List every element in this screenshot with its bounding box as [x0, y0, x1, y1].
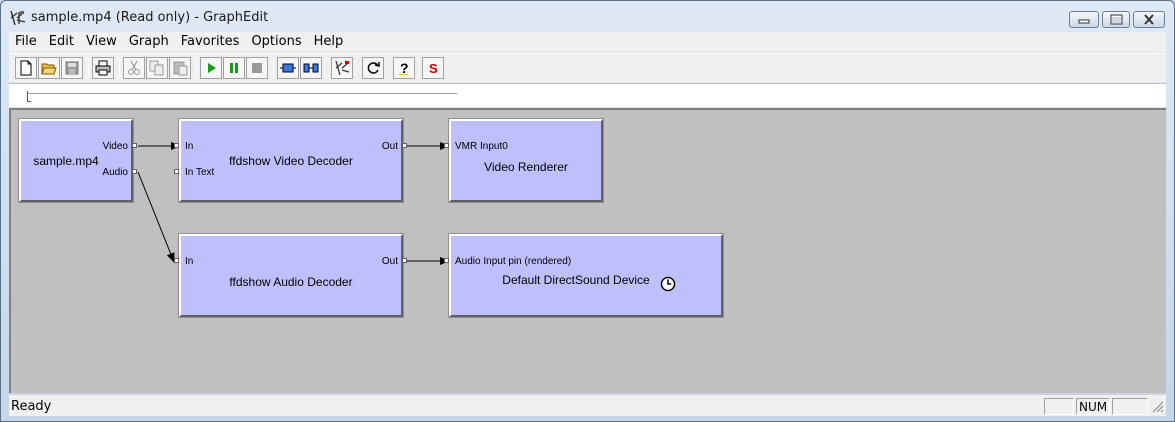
seek-button[interactable]: S [422, 57, 444, 79]
graph-button[interactable] [331, 57, 353, 79]
graph-icon [335, 60, 350, 76]
refresh-button[interactable] [362, 57, 384, 79]
svg-text:S: S [429, 61, 438, 76]
pin-in-text-label: In Text [185, 167, 215, 178]
pin-video-decoder-in[interactable] [174, 143, 179, 148]
filter-connect-icon [280, 63, 296, 73]
pin-in-label: In [185, 141, 194, 152]
seek-track[interactable] [27, 93, 457, 95]
status-pane-num: NUM [1076, 398, 1110, 415]
cut-icon [128, 60, 140, 75]
minimize-button[interactable] [1069, 11, 1099, 28]
status-bar: Ready NUM [9, 394, 1166, 416]
pin-vmr-input-label: VMR Input0 [455, 141, 508, 152]
menu-options[interactable]: Options [251, 34, 302, 49]
filter-video-renderer[interactable]: Video Renderer VMR Input0 [448, 118, 604, 203]
maximize-button[interactable] [1102, 11, 1130, 28]
menu-favorites[interactable]: Favorites [180, 34, 240, 49]
pin-audio-out[interactable] [132, 169, 137, 174]
open-button[interactable] [38, 57, 60, 79]
svg-text:?: ? [400, 60, 409, 76]
clock-icon [660, 276, 676, 292]
toolbar: ? S [9, 53, 1166, 82]
status-text: Ready [11, 399, 52, 414]
toolbar-separator [119, 58, 120, 78]
filter-video-decoder[interactable]: ffdshow Video Decoder In In Text Out [178, 118, 404, 203]
pause-icon [230, 63, 238, 73]
menu-view[interactable]: View [85, 34, 117, 49]
insert-filter-button[interactable] [277, 57, 299, 79]
pin-audio-decoder-out[interactable] [402, 258, 407, 263]
restore-icon [1110, 14, 1123, 25]
pin-video-out[interactable] [132, 143, 137, 148]
seek-thumb[interactable] [27, 91, 31, 102]
pin-in-label: In [185, 256, 194, 267]
help-button[interactable]: ? [393, 57, 415, 79]
menu-help[interactable]: Help [313, 34, 344, 49]
filter-audio-decoder-name: ffdshow Audio Decoder [229, 275, 353, 289]
new-button[interactable] [15, 57, 37, 79]
filter-insert-icon [303, 63, 319, 73]
filter-source-name: sample.mp4 [33, 154, 99, 168]
open-icon [41, 63, 57, 75]
pin-video-label: Video [102, 141, 128, 152]
cut-button[interactable] [123, 57, 145, 79]
copy-icon [149, 60, 164, 76]
seek-bar[interactable] [9, 83, 1166, 107]
paste-icon [173, 61, 188, 76]
close-icon [1144, 14, 1154, 25]
play-icon [208, 63, 216, 73]
pin-audio-label: Audio [102, 167, 128, 178]
pin-audio-input-label: Audio Input pin (rendered) [455, 256, 572, 267]
filter-video-renderer-name: Video Renderer [484, 160, 568, 174]
save-icon [65, 61, 79, 75]
menu-graph[interactable]: Graph [128, 34, 169, 49]
title-bar[interactable]: sample.mp4 (Read only) - GraphEdit [1, 1, 1174, 33]
pin-out-label: Out [381, 141, 398, 152]
pin-vmr-input[interactable] [444, 143, 449, 148]
window-title: sample.mp4 (Read only) - GraphEdit [31, 10, 269, 25]
copy-button[interactable] [146, 57, 168, 79]
filter-audio-renderer-name: Default DirectSound Device [502, 273, 650, 287]
stop-button[interactable] [246, 57, 268, 79]
filter-audio-renderer[interactable]: Default DirectSound Device Audio Input p… [448, 233, 724, 318]
connect-filters-button[interactable] [300, 57, 322, 79]
print-icon [95, 60, 111, 76]
toolbar-separator [196, 58, 197, 78]
toolbar-separator [273, 58, 274, 78]
pause-button[interactable] [223, 57, 245, 79]
paste-button[interactable] [169, 57, 191, 79]
print-button[interactable] [92, 57, 114, 79]
menu-bar: File Edit View Graph Favorites Options H… [9, 32, 1166, 52]
stop-icon [252, 63, 262, 73]
status-pane-caps [1044, 398, 1074, 415]
refresh-icon [367, 62, 380, 74]
minimize-icon [1078, 19, 1090, 24]
close-button[interactable] [1133, 11, 1165, 28]
pin-audio-decoder-in[interactable] [174, 258, 179, 263]
toolbar-separator [88, 58, 89, 78]
save-button[interactable] [61, 57, 83, 79]
pin-audio-renderer-in[interactable] [444, 258, 449, 263]
connections [137, 142, 450, 265]
filter-source[interactable]: sample.mp4 Video Audio [18, 118, 134, 203]
filter-audio-decoder[interactable]: ffdshow Audio Decoder In Out [178, 233, 404, 318]
status-pane-scroll [1112, 398, 1148, 415]
wire-audio-to-decoder [137, 171, 175, 263]
pin-out-label: Out [381, 256, 398, 267]
play-button[interactable] [200, 57, 222, 79]
filter-video-decoder-name: ffdshow Video Decoder [229, 154, 353, 168]
help-icon: ? [399, 60, 409, 76]
seek-icon: S [429, 61, 438, 76]
menu-file[interactable]: File [15, 34, 37, 49]
resize-grip-icon[interactable] [1152, 401, 1164, 413]
graphedit-app-icon [10, 10, 26, 26]
pin-video-decoder-in-text[interactable] [174, 169, 179, 174]
menu-edit[interactable]: Edit [48, 34, 74, 49]
new-icon [20, 60, 32, 76]
graph-canvas[interactable]: sample.mp4 Video Audio ffdshow Video Dec… [9, 108, 1166, 393]
pin-video-decoder-out[interactable] [402, 143, 407, 148]
